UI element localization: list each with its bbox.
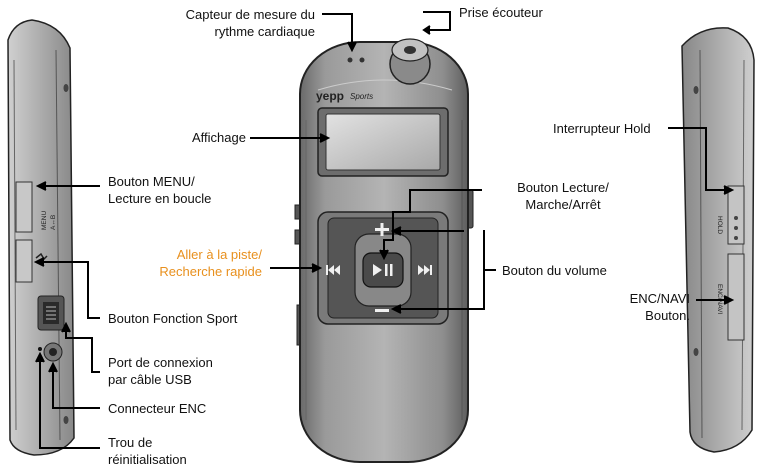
heart-sensor <box>347 57 353 63</box>
label-volume-button: Bouton du volume <box>502 263 607 278</box>
label-enc-connector: Connecteur ENC <box>108 401 207 416</box>
logo-sub-text: Sports <box>350 92 373 101</box>
logo-text: yepp <box>316 89 344 103</box>
side-hold-text: HOLD <box>716 216 723 234</box>
sport-icon <box>35 252 48 261</box>
label-enc-navi: ENC/NAVI Bouton. <box>629 291 690 323</box>
side-ab-text: A↔B <box>50 215 57 230</box>
display-screen <box>325 113 441 171</box>
label-display: Affichage <box>192 130 246 145</box>
leader-lines <box>33 11 735 449</box>
side-menu-text: MENU <box>41 211 48 230</box>
label-play-button: Bouton Lecture/ Marche/Arrêt <box>517 180 609 212</box>
label-heart-sensor: Capteur de mesure du rythme cardiaque <box>185 7 315 39</box>
label-menu-button: Bouton MENU/ Lecture en boucle <box>108 174 212 206</box>
label-headphone-jack: Prise écouteur <box>459 5 543 20</box>
headphone-jack <box>389 38 431 85</box>
label-track-search: Aller à la piste/ Recherche rapide <box>159 247 262 279</box>
left-side-view: MENU A↔B <box>7 19 75 456</box>
label-usb-port: Port de connexion par câble USB <box>108 355 213 387</box>
label-sport-button: Bouton Fonction Sport <box>108 311 238 326</box>
label-hold-switch: Interrupteur Hold <box>553 121 651 136</box>
right-side-view: HOLD ENC/NAVI <box>681 27 755 453</box>
label-reset-hole: Trou de réinitialisation <box>108 435 187 467</box>
